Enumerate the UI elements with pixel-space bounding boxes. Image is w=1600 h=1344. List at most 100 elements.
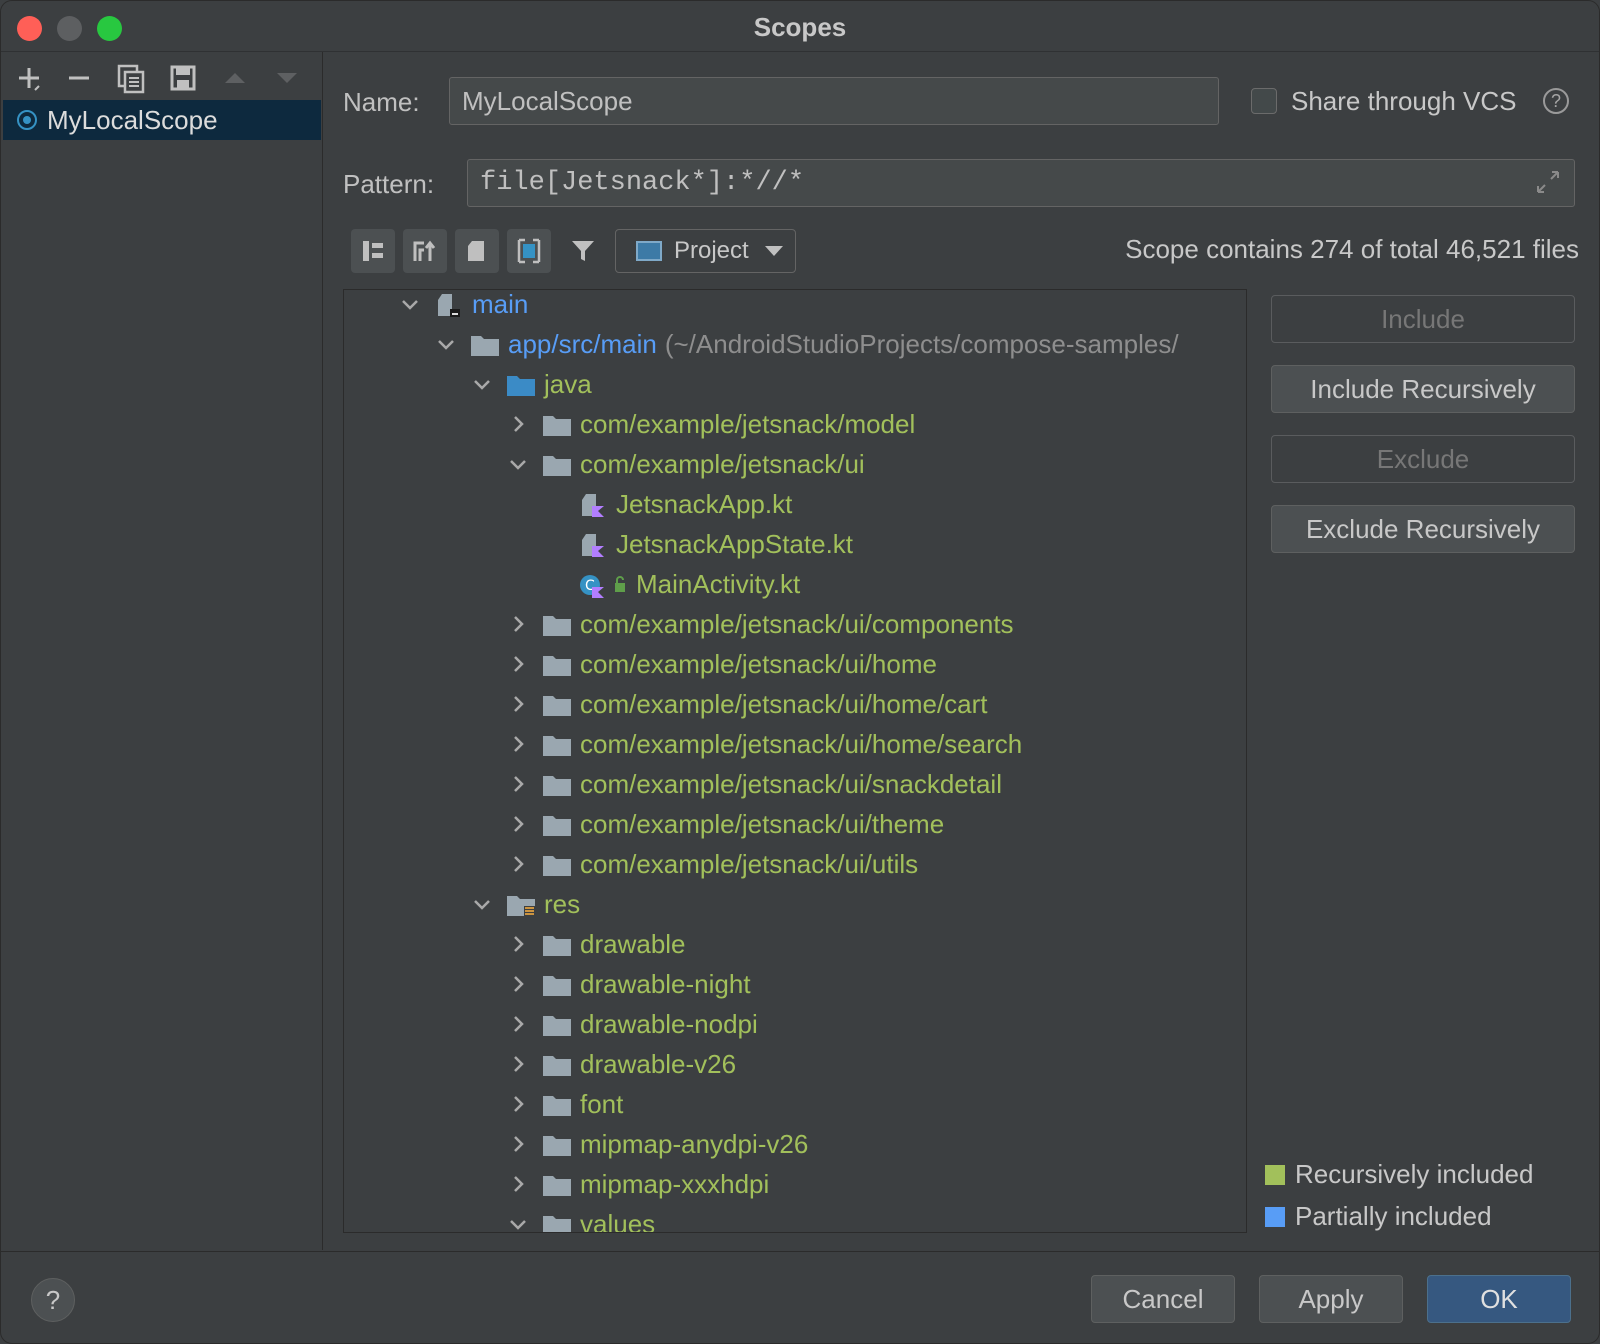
tree-row[interactable]: com/example/jetsnack/model bbox=[508, 404, 915, 444]
tree-row[interactable]: main bbox=[400, 290, 528, 324]
chevron-right-icon[interactable] bbox=[508, 614, 528, 634]
tree-node-label: mipmap-anydpi-v26 bbox=[580, 1128, 809, 1159]
share-vcs-checkbox[interactable] bbox=[1251, 88, 1277, 114]
exclude-recursively-button[interactable]: Exclude Recursively bbox=[1271, 505, 1575, 553]
view-dropdown[interactable]: Project bbox=[615, 229, 796, 273]
tree-spacer bbox=[544, 534, 564, 554]
chevron-right-icon[interactable] bbox=[508, 1174, 528, 1194]
filter-button[interactable] bbox=[561, 229, 605, 273]
chevron-right-icon[interactable] bbox=[508, 1054, 528, 1074]
folder-icon bbox=[542, 972, 572, 996]
tree-row[interactable]: res bbox=[472, 884, 580, 924]
ok-button[interactable]: OK bbox=[1427, 1275, 1571, 1323]
tree-node-label: com/example/jetsnack/ui/components bbox=[580, 608, 1014, 639]
include-button[interactable]: Include bbox=[1271, 295, 1575, 343]
tree-row[interactable]: mipmap-xxxhdpi bbox=[508, 1164, 769, 1204]
copy-scope-button[interactable] bbox=[115, 62, 147, 94]
zoom-window-button[interactable] bbox=[97, 16, 122, 41]
tree-row[interactable]: values bbox=[508, 1204, 655, 1232]
minimize-window-button[interactable] bbox=[57, 16, 82, 41]
remove-scope-button[interactable] bbox=[63, 62, 95, 94]
chevron-right-icon[interactable] bbox=[508, 814, 528, 834]
chevron-down-icon bbox=[764, 246, 783, 256]
cancel-button[interactable]: Cancel bbox=[1091, 1275, 1235, 1323]
tree-node-label: com/example/jetsnack/ui/utils bbox=[580, 848, 919, 879]
tree-node-label: com/example/jetsnack/model bbox=[580, 408, 916, 439]
legend-recursive: Recursively included bbox=[1265, 1159, 1533, 1190]
move-down-button[interactable] bbox=[271, 62, 303, 94]
legend-recursive-label: Recursively included bbox=[1295, 1159, 1534, 1189]
tree-node-label: app/src/main bbox=[508, 328, 657, 359]
scope-list-item[interactable]: MyLocalScope bbox=[3, 100, 321, 140]
tree-row[interactable]: mipmap-anydpi-v26 bbox=[508, 1124, 808, 1164]
close-window-button[interactable] bbox=[17, 16, 42, 41]
chevron-right-icon[interactable] bbox=[508, 1014, 528, 1034]
chevron-right-icon[interactable] bbox=[508, 694, 528, 714]
name-input[interactable]: MyLocalScope bbox=[449, 77, 1219, 125]
chevron-down-icon[interactable] bbox=[436, 334, 456, 354]
chevron-right-icon[interactable] bbox=[508, 1094, 528, 1114]
tree-row[interactable]: font bbox=[508, 1084, 623, 1124]
show-modules-button[interactable] bbox=[351, 229, 395, 273]
expand-field-icon[interactable] bbox=[1535, 169, 1561, 202]
chevron-right-icon[interactable] bbox=[508, 1134, 528, 1154]
tree-row[interactable]: com/example/jetsnack/ui/home/cart bbox=[508, 684, 988, 724]
folder-icon bbox=[542, 812, 572, 836]
folder-icon bbox=[542, 852, 572, 876]
include-recursively-button[interactable]: Include Recursively bbox=[1271, 365, 1575, 413]
show-packages-button[interactable] bbox=[403, 229, 447, 273]
tree-row[interactable]: com/example/jetsnack/ui/home bbox=[508, 644, 937, 684]
chevron-right-icon[interactable] bbox=[508, 774, 528, 794]
chevron-right-icon[interactable] bbox=[508, 654, 528, 674]
folder-icon bbox=[542, 1172, 572, 1196]
chevron-down-icon[interactable] bbox=[508, 454, 528, 474]
tree-row[interactable]: app/src/main(~/AndroidStudioProjects/com… bbox=[436, 324, 1179, 364]
pattern-label: Pattern: bbox=[343, 169, 435, 199]
tree-row[interactable]: JetsnackAppState.kt bbox=[544, 524, 853, 564]
apply-button[interactable]: Apply bbox=[1259, 1275, 1403, 1323]
tree-row[interactable]: java bbox=[472, 364, 592, 404]
tree-row[interactable]: com/example/jetsnack/ui/snackdetail bbox=[508, 764, 1002, 804]
chevron-right-icon[interactable] bbox=[508, 854, 528, 874]
chevron-right-icon[interactable] bbox=[508, 934, 528, 954]
chevron-down-icon[interactable] bbox=[400, 294, 420, 314]
tree-row[interactable]: com/example/jetsnack/ui/components bbox=[508, 604, 1014, 644]
add-scope-button[interactable] bbox=[13, 62, 45, 94]
tree-row[interactable]: drawable-night bbox=[508, 964, 751, 1004]
tree-node-path: (~/AndroidStudioProjects/compose-samples… bbox=[664, 328, 1179, 359]
tree-row[interactable]: JetsnackApp.kt bbox=[544, 484, 792, 524]
chevron-down-icon[interactable] bbox=[472, 374, 492, 394]
tree-row[interactable]: com/example/jetsnack/ui/home/search bbox=[508, 724, 1022, 764]
tree-row[interactable]: drawable-v26 bbox=[508, 1044, 736, 1084]
folder-icon bbox=[542, 452, 572, 476]
tree-row[interactable]: drawable-nodpi bbox=[508, 1004, 758, 1044]
exclude-button[interactable]: Exclude bbox=[1271, 435, 1575, 483]
tree-node-label: com/example/jetsnack/ui/theme bbox=[580, 808, 945, 839]
tree-node-label: res bbox=[544, 888, 581, 919]
chevron-down-icon[interactable] bbox=[472, 894, 492, 914]
save-scope-button[interactable] bbox=[167, 62, 199, 94]
help-icon[interactable]: ? bbox=[1543, 88, 1569, 114]
legend-partial: Partially included bbox=[1265, 1201, 1492, 1232]
pattern-input[interactable]: file[Jetsnack*]:*//* bbox=[467, 159, 1575, 207]
chevron-right-icon[interactable] bbox=[508, 414, 528, 434]
tree-row[interactable]: com/example/jetsnack/ui/theme bbox=[508, 804, 944, 844]
folder-icon bbox=[542, 1052, 572, 1076]
chevron-right-icon[interactable] bbox=[508, 974, 528, 994]
view-dropdown-label: Project bbox=[674, 237, 749, 264]
show-files-button[interactable] bbox=[455, 229, 499, 273]
module-icon bbox=[434, 292, 464, 317]
help-button[interactable]: ? bbox=[31, 1278, 75, 1322]
tree-row[interactable]: com/example/jetsnack/ui/utils bbox=[508, 844, 918, 884]
folder-icon bbox=[542, 692, 572, 716]
move-up-button[interactable] bbox=[219, 62, 251, 94]
tree-row[interactable]: com/example/jetsnack/ui bbox=[508, 444, 865, 484]
folder-icon bbox=[542, 1132, 572, 1156]
chevron-down-icon[interactable] bbox=[508, 1214, 528, 1232]
tree-row[interactable]: drawable bbox=[508, 924, 686, 964]
chevron-right-icon[interactable] bbox=[508, 734, 528, 754]
show-included-only-button[interactable] bbox=[507, 229, 551, 273]
scope-name-label: MyLocalScope bbox=[47, 104, 218, 135]
